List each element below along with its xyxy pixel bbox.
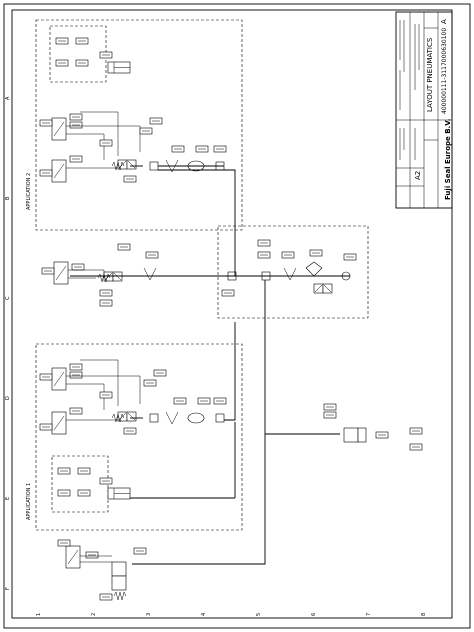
svg-text:6: 6 [311,613,317,616]
svg-text:4: 4 [201,613,207,616]
svg-text:8: 8 [421,613,427,616]
title-block: LAYOUT PNEUMATICS 400000111-311700063010… [395,11,453,209]
revision: A [440,19,448,24]
application-2-label: APPLICATION 2 [26,173,32,210]
svg-text:A: A [5,96,11,100]
svg-text:C: C [5,296,11,300]
svg-text:1: 1 [36,613,42,616]
svg-text:3: 3 [146,613,152,616]
actuator-upper-2 [39,155,83,183]
svg-text:2: 2 [91,613,97,616]
actuator-lower-2 [39,407,83,435]
drawing-number: 400000111-3117000630100 [441,28,448,114]
svg-text:5: 5 [256,613,262,616]
main-air-lines [70,165,350,565]
application-2-region: APPLICATION 2 [26,19,243,231]
svg-text:B: B [5,196,11,200]
supply-unit-region [217,225,369,319]
actuator-lower-1 [39,363,83,391]
svg-text:F: F [5,587,11,590]
sheet-size: A2 [414,171,422,180]
application-1-region: APPLICATION 1 [26,343,243,531]
grid-labels: 1 2 3 4 5 6 7 8 A B C D E F [5,96,427,616]
svg-text:7: 7 [366,613,372,616]
company-name: Fuji Seal Europe B.V. [444,119,452,200]
inner-frame [11,9,453,619]
branch-valve-right [323,403,423,451]
svg-text:E: E [5,497,11,500]
actuator-upper-1 [39,113,83,141]
svg-text:D: D [5,396,11,400]
bottom-valve [57,539,147,601]
application-1-label: APPLICATION 1 [26,483,32,520]
drawing-title: LAYOUT PNEUMATICS [426,37,434,112]
outer-frame [3,3,471,629]
middle-valve-group [41,243,159,307]
